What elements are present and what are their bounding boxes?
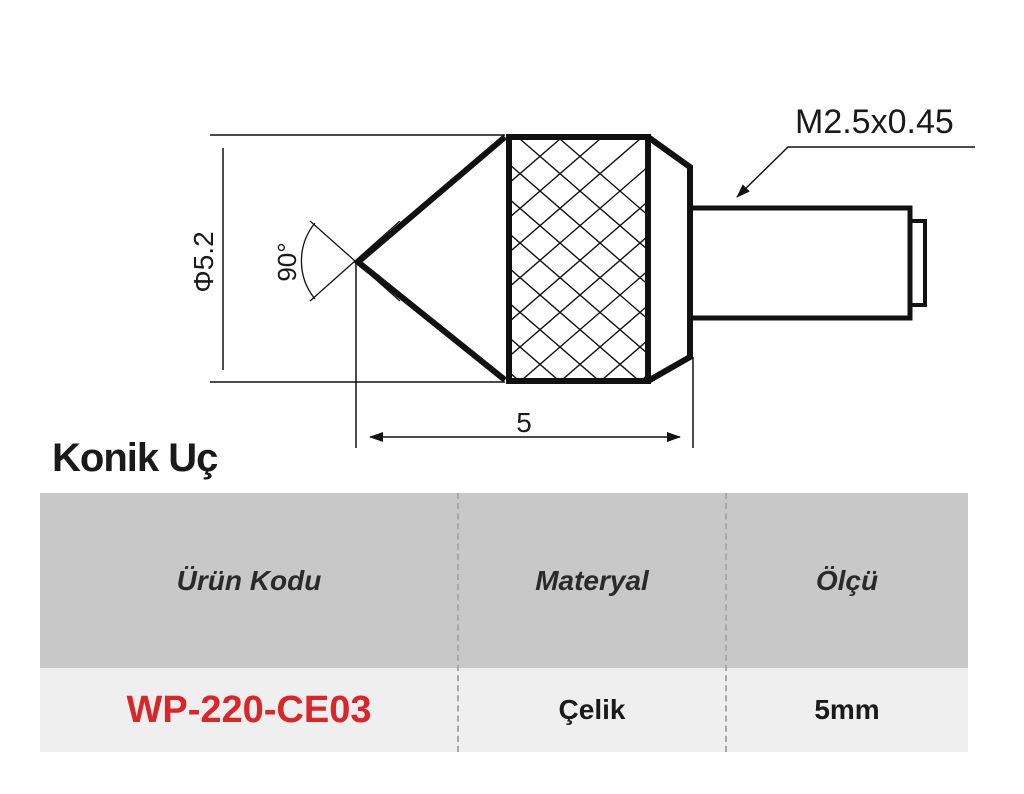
column-divider <box>457 493 459 752</box>
diameter-label: Φ5.2 <box>188 231 219 292</box>
length-label: 5 <box>516 407 532 438</box>
size-value: 5mm <box>814 694 880 725</box>
knurl-hatch <box>512 139 645 379</box>
table-row: WP-220-CE03 Çelik 5mm <box>40 668 968 752</box>
product-code: WP-220-CE03 <box>126 688 372 731</box>
shaft-end <box>910 219 927 307</box>
knurled-body <box>506 134 651 384</box>
thread-label: M2.5x0.45 <box>795 103 954 141</box>
angle-label: 90° <box>272 242 302 281</box>
header-material: Materyal <box>535 564 649 596</box>
angle-arc <box>300 222 316 300</box>
header-product-code: Ürün Kodu <box>176 564 322 596</box>
table-header: Ürün Kodu Materyal Ölçü <box>40 493 968 668</box>
chamfer-outline <box>646 134 693 384</box>
column-divider <box>725 493 727 752</box>
product-table: Ürün Kodu Materyal Ölçü WP-220-CE03 Çeli… <box>40 493 968 752</box>
threaded-shaft <box>692 205 913 321</box>
header-size: Ölçü <box>815 564 879 596</box>
product-title: Konik Uç <box>52 436 218 480</box>
cone-outline <box>353 134 507 383</box>
technical-drawing: M2.5x0.45 Φ5.2 90° 5 <box>188 103 975 448</box>
material-value: Çelik <box>558 694 626 725</box>
thread-leader-line <box>736 146 975 198</box>
